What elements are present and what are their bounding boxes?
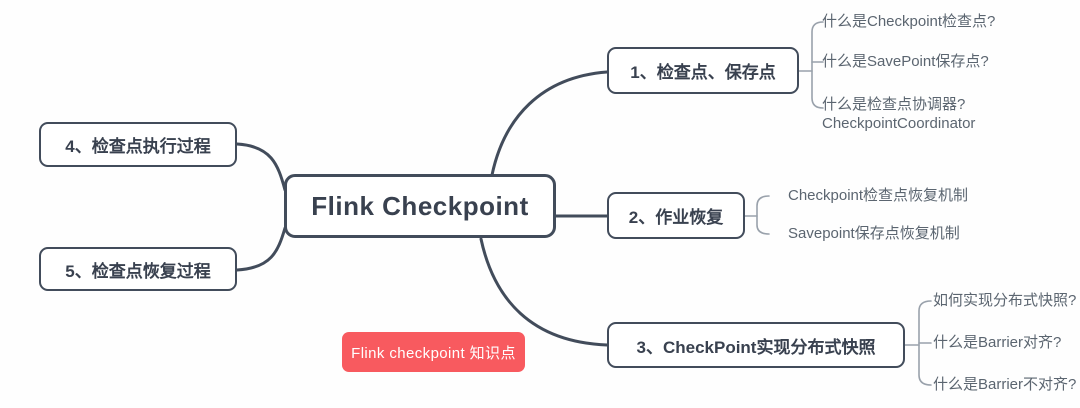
node-label: 3、CheckPoint实现分布式快照 bbox=[636, 337, 876, 357]
node-label: 1、检查点、保存点 bbox=[630, 63, 776, 82]
leaf-what-is-checkpoint[interactable]: 什么是Checkpoint检查点? bbox=[822, 13, 996, 30]
edge-root-to-branch5 bbox=[235, 226, 287, 272]
edge-branch2-bracket bbox=[756, 195, 770, 235]
node-label: 5、检查点恢复过程 bbox=[65, 261, 211, 281]
node-checkpoint-recovery-process[interactable]: 5、检查点恢复过程 bbox=[39, 247, 237, 291]
edge-root-to-branch4 bbox=[235, 142, 287, 192]
leaf-edges bbox=[744, 21, 932, 386]
root-node[interactable]: Flink Checkpoint bbox=[284, 174, 556, 238]
edge-root-to-branch1 bbox=[490, 70, 609, 177]
topic-badge[interactable]: Flink checkpoint 知识点 bbox=[342, 332, 525, 372]
leaf-checkpoint-coordinator[interactable]: 什么是检查点协调器? CheckpointCoordinator bbox=[822, 96, 975, 133]
node-checkpoint-exec-process[interactable]: 4、检查点执行过程 bbox=[39, 122, 237, 167]
leaf-how-distributed-snapshot[interactable]: 如何实现分布式快照? bbox=[933, 292, 1077, 309]
node-distributed-snapshot[interactable]: 3、CheckPoint实现分布式快照 bbox=[607, 322, 905, 368]
leaf-savepoint-recovery-mechanism[interactable]: Savepoint保存点恢复机制 bbox=[788, 225, 960, 242]
leaf-line-2: CheckpointCoordinator bbox=[822, 114, 976, 132]
leaf-checkpoint-recovery-mechanism[interactable]: Checkpoint检查点恢复机制 bbox=[788, 187, 969, 204]
root-node-label: Flink Checkpoint bbox=[311, 190, 529, 221]
node-checkpoint-savepoint[interactable]: 1、检查点、保存点 bbox=[607, 47, 799, 94]
leaf-barrier-aligned[interactable]: 什么是Barrier对齐? bbox=[933, 334, 1062, 351]
node-label: 2、作业恢复 bbox=[628, 208, 724, 227]
leaf-barrier-unaligned[interactable]: 什么是Barrier不对齐? bbox=[933, 376, 1077, 393]
leaf-what-is-savepoint[interactable]: 什么是SavePoint保存点? bbox=[822, 53, 989, 70]
node-job-recovery[interactable]: 2、作业恢复 bbox=[607, 192, 745, 239]
node-label: 4、检查点执行过程 bbox=[65, 137, 211, 156]
main-branch-edges bbox=[235, 70, 609, 347]
edge-root-to-branch3 bbox=[479, 237, 609, 347]
edge-branch1-bracket bbox=[811, 21, 824, 109]
leaf-line-1: 什么是检查点协调器? bbox=[822, 96, 966, 113]
